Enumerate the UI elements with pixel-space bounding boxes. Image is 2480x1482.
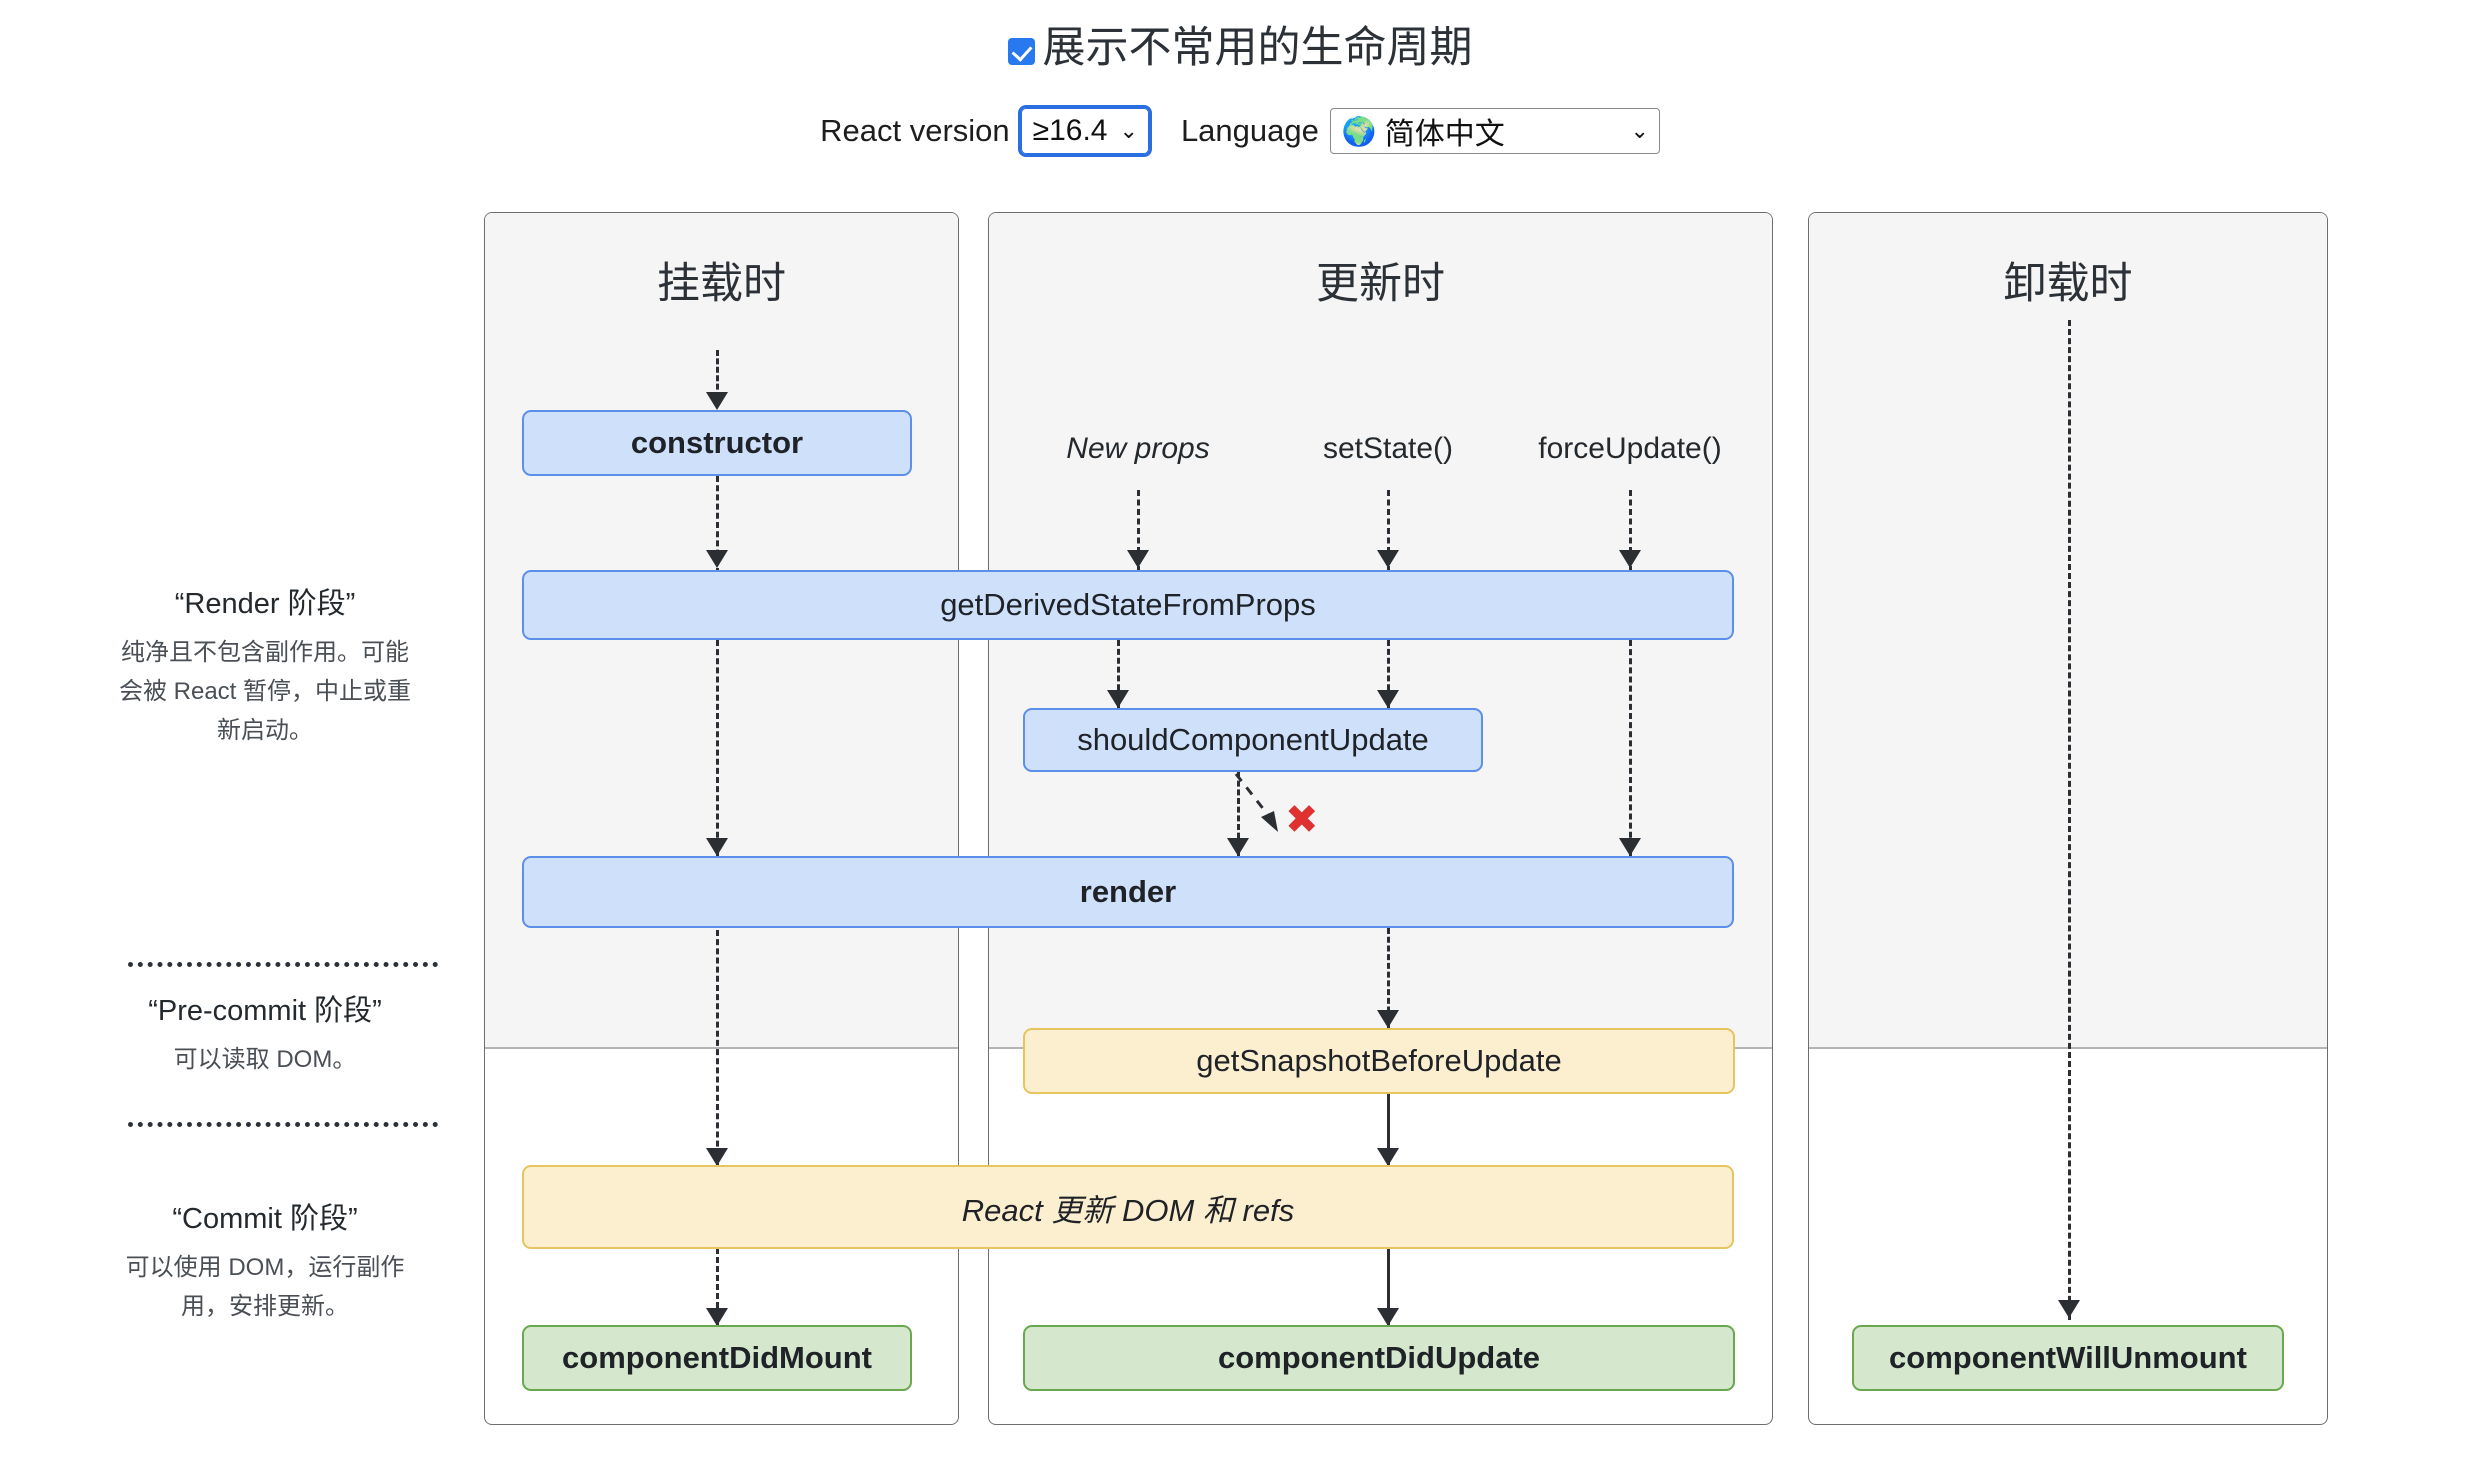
react-version-label: React version	[820, 113, 1010, 148]
arrowhead-gdsfp-to-scu-right	[1377, 690, 1399, 708]
node-component-did-update[interactable]: componentDidUpdate	[1023, 1325, 1735, 1391]
arrowhead-force-update-to-render	[1619, 838, 1641, 856]
chevron-down-icon: ⌄	[1119, 118, 1138, 143]
node-render[interactable]: render	[522, 856, 1734, 928]
connector-scu-bailout	[1234, 773, 1278, 832]
arrowhead-dom-to-did-mount	[706, 1308, 728, 1326]
node-component-did-mount[interactable]: componentDidMount	[522, 1325, 912, 1391]
connector-gdsfp-to-render-mount	[716, 640, 719, 856]
page-title: 展示不常用的生命周期	[1042, 24, 1473, 72]
react-version-select[interactable]: ≥16.4 ⌄	[1017, 105, 1152, 157]
bailout-x-icon: ✖	[1285, 798, 1319, 842]
connector-scu-to-render	[1237, 772, 1240, 856]
connector-constructor-to-gdsfp	[716, 476, 719, 574]
connector-snapshot-to-dom	[1387, 1094, 1390, 1182]
connector-force-update-to-render	[1629, 640, 1632, 856]
connector-render-to-snapshot	[1387, 928, 1390, 1030]
arrowhead-scu-to-render	[1227, 838, 1249, 856]
phase-render-desc: 纯净且不包含副作用。可能会被 React 暂停，中止或重新启动。	[118, 639, 412, 744]
arrowhead-dom-to-did-update	[1377, 1308, 1399, 1326]
arrowhead-mount-start	[706, 392, 728, 410]
language-select[interactable]: 🌍 简体中文 ⌄	[1329, 108, 1660, 154]
phase-precommit: “Pre-commit 阶段” 可以读取 DOM。	[110, 992, 420, 1079]
column-mounting-title: 挂载时	[657, 260, 786, 308]
divider-precommit-top	[128, 962, 438, 967]
node-should-component-update[interactable]: shouldComponentUpdate	[1023, 708, 1483, 772]
connector-new-props	[1137, 490, 1140, 572]
phase-commit-desc: 可以使用 DOM，运行副作用，安排更新。	[125, 1254, 405, 1320]
arrowhead-snapshot-to-dom	[1377, 1148, 1399, 1166]
divider-precommit-bottom	[128, 1122, 438, 1127]
arrowhead-constructor-to-gdsfp	[706, 550, 728, 568]
connector-unmount	[2068, 320, 2071, 1320]
node-get-snapshot-before-update[interactable]: getSnapshotBeforeUpdate	[1023, 1028, 1735, 1094]
react-version-value: ≥16.4	[1032, 114, 1108, 147]
node-react-updates-dom[interactable]: React 更新 DOM 和 refs	[522, 1165, 1734, 1249]
column-unmounting-title: 卸载时	[2003, 260, 2133, 308]
node-component-will-unmount[interactable]: componentWillUnmount	[1852, 1325, 2284, 1391]
connector-dom-to-did-update	[1387, 1249, 1390, 1326]
connector-gdsfp-to-scu-right	[1387, 640, 1390, 708]
phase-render-title: “Render 阶段”	[174, 588, 356, 620]
node-get-derived-state-from-props[interactable]: getDerivedStateFromProps	[522, 570, 1734, 640]
arrowhead-render-to-dom-mount	[706, 1148, 728, 1166]
show-less-common-lifecycles-checkbox[interactable]	[1007, 37, 1035, 65]
connector-force-update	[1629, 490, 1632, 572]
globe-icon: 🌍	[1341, 115, 1377, 147]
page-title-row: 展示不常用的生命周期	[0, 22, 2480, 74]
arrowhead-unmount	[2058, 1300, 2080, 1318]
chevron-down-icon: ⌄	[1630, 118, 1649, 143]
connector-dom-to-did-mount	[716, 1248, 719, 1326]
controls-row: React version ≥16.4 ⌄ Language 🌍 简体中文 ⌄	[0, 105, 2480, 157]
trigger-force-update: forceUpdate()	[1538, 432, 1722, 465]
arrowhead-force-update	[1619, 550, 1641, 568]
phase-precommit-title: “Pre-commit 阶段”	[148, 995, 382, 1027]
phase-commit-title: “Commit 阶段”	[172, 1203, 358, 1235]
connector-set-state	[1387, 490, 1390, 572]
phase-render: “Render 阶段” 纯净且不包含副作用。可能会被 React 暂停，中止或重…	[110, 585, 420, 750]
column-updating-title: 更新时	[1316, 260, 1445, 308]
language-value: 简体中文	[1384, 118, 1505, 151]
phase-precommit-desc: 可以读取 DOM。	[173, 1046, 357, 1073]
arrowhead-new-props	[1127, 550, 1149, 568]
connector-render-to-dom-mount	[716, 930, 719, 1165]
trigger-new-props: New props	[1066, 432, 1210, 465]
arrowhead-gdsfp-to-render-mount	[706, 838, 728, 856]
language-label: Language	[1180, 113, 1319, 148]
connector-gdsfp-to-scu-left	[1117, 640, 1120, 708]
node-constructor[interactable]: constructor	[522, 410, 912, 476]
arrowhead-gdsfp-to-scu-left	[1107, 690, 1129, 708]
connector-mount-start	[716, 350, 719, 398]
arrowhead-set-state	[1377, 550, 1399, 568]
arrowhead-render-to-snapshot	[1377, 1010, 1399, 1028]
trigger-set-state: setState()	[1322, 432, 1454, 465]
phase-commit: “Commit 阶段” 可以使用 DOM，运行副作用，安排更新。	[110, 1200, 420, 1326]
